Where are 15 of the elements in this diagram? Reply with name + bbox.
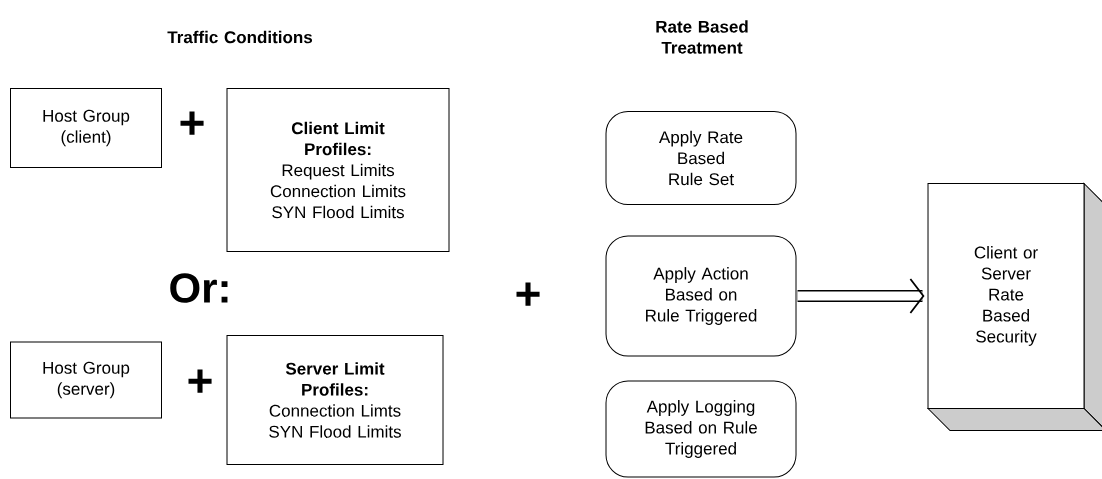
heading: Rate Based Treatment: [656, 20, 748, 54]
plus-sign: +: [188, 369, 212, 393]
text-box: Client Limit Profiles: Request Limits Connection Limits SYN Flood Limits: [226, 88, 450, 252]
rounded-box: Apply Logging Based on Rule Triggered: [605, 380, 797, 478]
text-box: Host Group (server): [10, 341, 162, 419]
plus-sign: +: [516, 282, 540, 306]
rounded-box: Apply Rate Based Rule Set: [605, 111, 797, 205]
text-box: Server Limit Profiles: Connection Limts SYN Flood Limits: [226, 335, 444, 465]
heading: Traffic Conditions: [167, 30, 313, 44]
or-label: Or:: [170, 273, 228, 303]
double-arrow: [797, 278, 925, 314]
block-box: Client or Server Rate Based Security: [927, 183, 1102, 431]
text-box: Host Group (client): [10, 88, 162, 168]
rounded-box: Apply Action Based on Rule Triggered: [605, 235, 797, 357]
plus-sign: +: [180, 111, 204, 135]
